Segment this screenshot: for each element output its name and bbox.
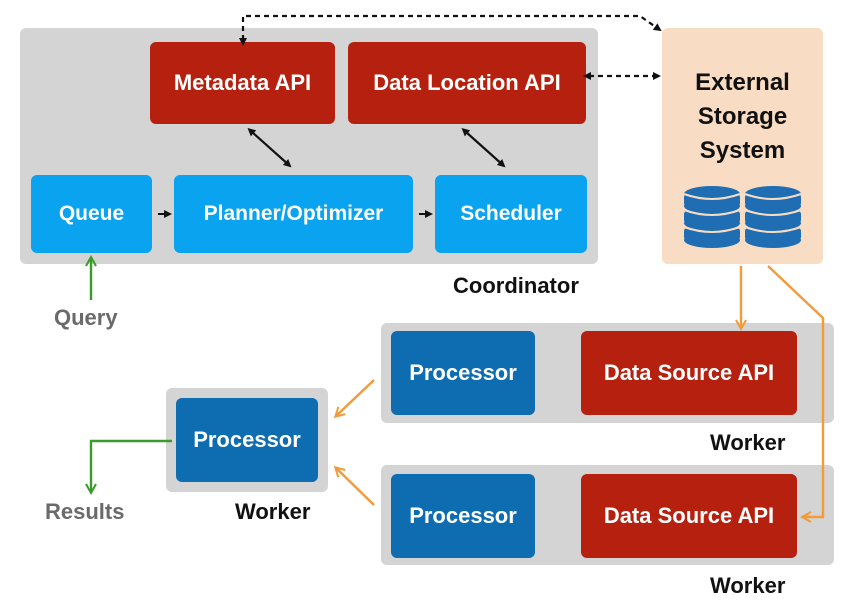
worker-top-to-left-arrow: [336, 379, 375, 416]
worker-top-data-source-api-label: Data Source API: [603, 360, 775, 385]
location-scheduler-arrow: [461, 127, 506, 168]
data-location-api-label: Data Location API: [373, 70, 561, 95]
worker-bottom-data-source-api-box: Data Source API: [581, 474, 797, 558]
metadata-storage-dotted-arrow: [239, 14, 662, 46]
worker-bottom-processor-label: Processor: [409, 503, 517, 528]
metadata-api-label: Metadata API: [173, 70, 312, 95]
external-storage-title: External Storage System: [695, 69, 790, 164]
worker-top-processor-label: Processor: [409, 360, 517, 385]
external-storage-box: External Storage System: [662, 28, 823, 264]
worker-bottom-processor-box: Processor: [391, 474, 535, 558]
worker-top-processor-box: Processor: [391, 331, 535, 415]
metadata-planner-arrow: [247, 127, 292, 168]
worker-bottom-data-source-api-label: Data Source API: [603, 503, 775, 528]
worker-bottom-to-left-arrow: [336, 468, 375, 506]
metadata-api-box: Metadata API: [150, 42, 335, 124]
planner-optimizer-box: Planner/Optimizer: [174, 175, 413, 253]
storage-to-worker-bottom-arrow: [767, 265, 825, 517]
worker-top-label: Worker: [710, 430, 786, 455]
planner-optimizer-label: Planner/Optimizer: [203, 202, 384, 225]
worker-top-data-source-api-box: Data Source API: [581, 331, 797, 415]
results-label: Results: [45, 499, 125, 524]
worker-left-processor-box: Processor: [176, 398, 318, 482]
scheduler-box: Scheduler: [435, 175, 587, 253]
coordinator-label: Coordinator: [453, 273, 579, 298]
database-icon: [683, 186, 802, 248]
worker-left-label: Worker: [235, 499, 311, 524]
worker-left-processor-label: Processor: [193, 427, 301, 452]
query-label: Query: [54, 305, 118, 330]
worker-bottom-label: Worker: [710, 573, 786, 598]
results-arrow: [91, 439, 172, 492]
queue-box: Queue: [31, 175, 152, 253]
queue-label: Queue: [58, 202, 125, 225]
data-location-api-box: Data Location API: [348, 42, 586, 124]
scheduler-label: Scheduler: [460, 202, 562, 225]
